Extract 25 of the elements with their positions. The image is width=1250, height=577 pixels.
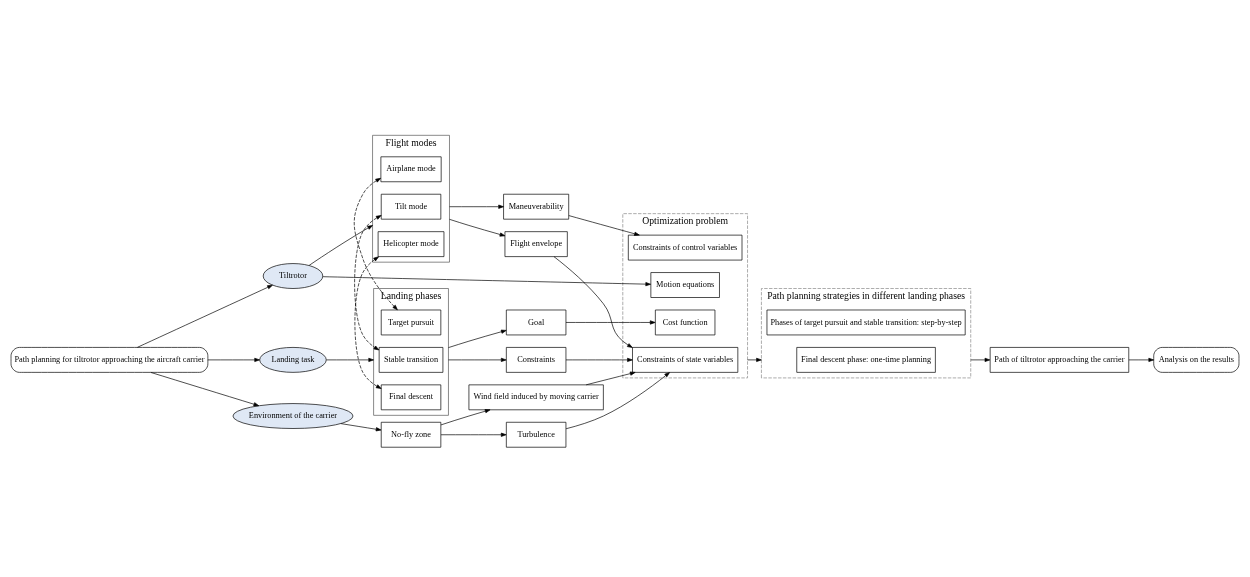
arrow [568, 215, 640, 236]
arrow [137, 284, 273, 348]
arrow [340, 423, 382, 432]
arrow [970, 357, 991, 362]
arrow [354, 215, 382, 351]
arrow [565, 372, 670, 430]
arrow [440, 409, 491, 426]
arrow [565, 320, 656, 325]
arrow [322, 276, 651, 287]
arrow [353, 177, 398, 311]
arrow [449, 204, 504, 209]
arrow [448, 329, 507, 348]
arrow [207, 357, 260, 362]
arrow [308, 225, 373, 266]
arrow [553, 256, 633, 348]
arrow [150, 372, 260, 407]
arrow [440, 432, 507, 437]
arrow [354, 256, 382, 389]
arrow [449, 218, 506, 237]
arrow [326, 357, 374, 362]
arrow [1128, 357, 1154, 362]
arrow [585, 371, 636, 386]
arrow [448, 357, 507, 362]
arrow [565, 357, 633, 362]
arrow [747, 357, 762, 362]
